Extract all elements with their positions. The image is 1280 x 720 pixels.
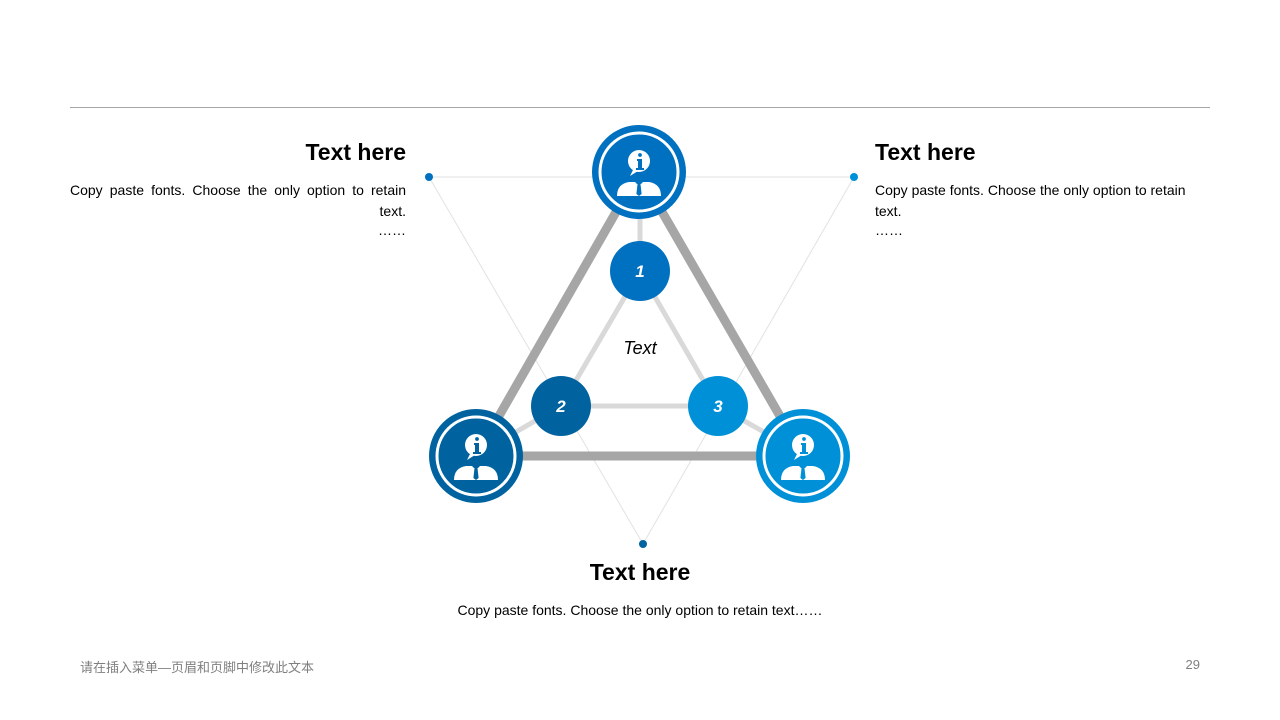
dot-bottom <box>639 540 647 548</box>
outer-triangle-frame <box>471 167 808 461</box>
top-divider <box>70 107 1210 108</box>
block-right-body: Copy paste fonts. Choose the only option… <box>875 182 1186 219</box>
node-left <box>429 409 523 503</box>
block-left-more: …… <box>378 222 406 238</box>
block-right-title: Text here <box>875 139 976 165</box>
block-left-body: Copy paste fonts. Choose the only option… <box>70 182 406 219</box>
text-block-bottom: Text here Copy paste fonts. Choose the o… <box>340 558 940 621</box>
block-bottom-body: Copy paste fonts. Choose the only option… <box>457 602 823 618</box>
block-left-title: Text here <box>305 139 406 165</box>
block-bottom-title: Text here <box>589 559 691 585</box>
block-right-more: …… <box>875 222 903 238</box>
step-1: 1 <box>610 241 670 301</box>
text-block-right: Text here Copy paste fonts. Choose the o… <box>875 138 1200 238</box>
node-top <box>592 125 686 219</box>
step-1-number: 1 <box>635 262 644 281</box>
center-label: Text <box>623 338 657 358</box>
dot-right <box>850 173 858 181</box>
step-2: 2 <box>531 376 591 436</box>
page-number: 29 <box>1185 657 1200 672</box>
text-block-left: Text here Copy paste fonts. Choose the o… <box>70 138 406 238</box>
step-2-number: 2 <box>555 397 566 416</box>
step-3: 3 <box>688 376 748 436</box>
step-3-number: 3 <box>713 397 723 416</box>
dot-left <box>425 173 433 181</box>
node-right <box>756 409 850 503</box>
footer-text: 请在插入菜单—页眉和页脚中修改此文本 <box>80 660 315 675</box>
